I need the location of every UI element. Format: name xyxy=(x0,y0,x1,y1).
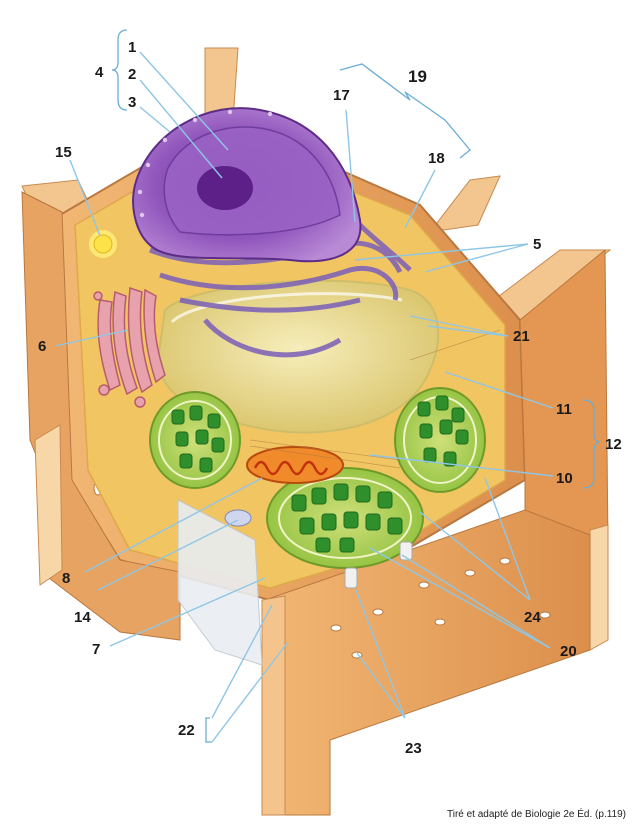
label-19: 19 xyxy=(408,67,427,86)
chloroplast-right xyxy=(394,387,486,493)
label-23: 23 xyxy=(405,740,422,757)
label-1: 1 xyxy=(128,39,136,56)
label-20: 20 xyxy=(560,643,577,660)
label-2: 2 xyxy=(128,66,136,83)
golgi-apparatus xyxy=(93,286,166,408)
label-3: 3 xyxy=(128,94,136,111)
nucleus xyxy=(132,107,362,263)
label-6: 6 xyxy=(38,338,46,355)
cytoskeleton xyxy=(249,329,501,469)
cell-membrane-cutaway xyxy=(177,499,263,666)
nucleolus xyxy=(197,166,253,210)
centrosome xyxy=(89,230,117,258)
label-22: 22 xyxy=(178,722,195,739)
brace-4 xyxy=(111,29,128,111)
label-24: 24 xyxy=(524,609,541,626)
label-10: 10 xyxy=(556,470,573,487)
label-15: 15 xyxy=(55,144,72,161)
chloroplast-left xyxy=(149,391,241,489)
label-11: 11 xyxy=(556,401,572,418)
vesicle xyxy=(224,509,252,527)
labels: 1 2 3 4 15 6 17 19 18 5 21 11 12 10 8 14… xyxy=(38,39,622,757)
label-7: 7 xyxy=(92,641,100,658)
plasmodesmata xyxy=(344,541,413,589)
brace-12 xyxy=(582,399,601,489)
label-18: 18 xyxy=(428,150,445,167)
label-4: 4 xyxy=(95,64,104,81)
nuclear-pores xyxy=(137,109,273,218)
bracket-22 xyxy=(205,717,212,743)
bracket-19 xyxy=(339,63,471,159)
source-caption: Tiré et adapté de Biologie 2e Éd. (p.119… xyxy=(446,809,626,820)
leader-lines xyxy=(54,51,554,743)
label-5: 5 xyxy=(533,236,541,253)
label-12: 12 xyxy=(605,436,622,453)
tonoplast-highlight xyxy=(170,292,403,324)
label-17: 17 xyxy=(333,87,350,104)
label-14: 14 xyxy=(74,609,91,626)
label-8: 8 xyxy=(62,570,70,587)
chloroplast-front xyxy=(266,467,424,569)
label-21: 21 xyxy=(513,328,530,345)
